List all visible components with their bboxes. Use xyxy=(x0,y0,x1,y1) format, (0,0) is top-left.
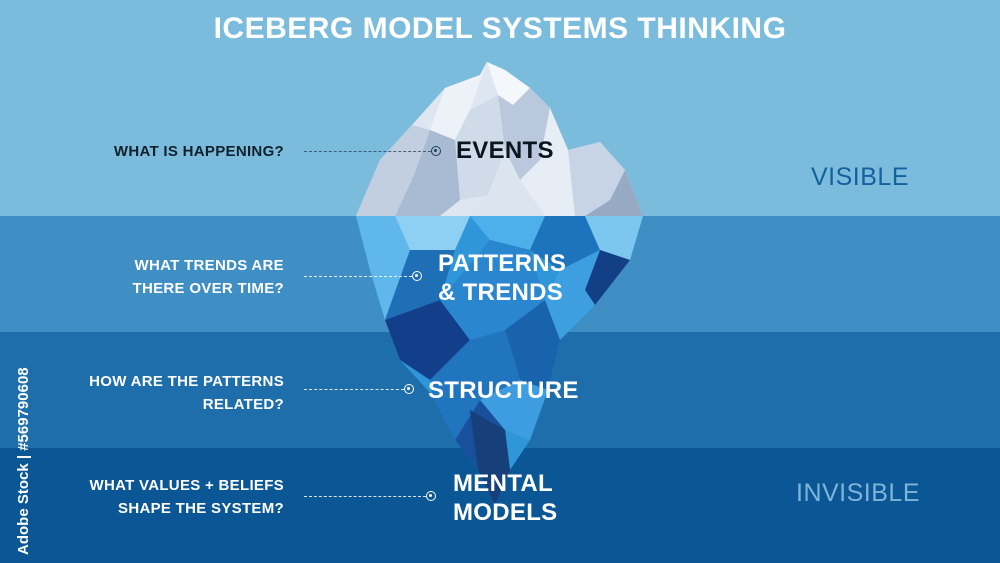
question-events: WHAT IS HAPPENING? xyxy=(113,143,284,160)
connector-structure xyxy=(304,389,404,390)
iceberg-underwater xyxy=(356,216,643,505)
zone-visible-label: VISIBLE xyxy=(811,163,909,191)
zone-invisible-label: INVISIBLE xyxy=(796,479,920,507)
level-mental-models: MENTAL MODELS xyxy=(453,470,558,526)
connector-events xyxy=(304,151,431,152)
level-patterns-trends: PATTERNS & TRENDS xyxy=(438,250,567,306)
page-title: ICEBERG MODEL SYSTEMS THINKING xyxy=(213,12,787,45)
level-events: EVENTS xyxy=(456,137,554,164)
marker-structure-icon xyxy=(404,384,414,394)
iceberg-tip xyxy=(356,62,643,216)
marker-patterns-icon xyxy=(412,271,422,281)
question-mental-models: WHAT VALUES + BELIEFS SHAPE THE SYSTEM? xyxy=(89,477,284,517)
connector-patterns xyxy=(304,276,412,277)
level-structure: STRUCTURE xyxy=(428,377,579,404)
question-patterns: WHAT TRENDS ARE THERE OVER TIME? xyxy=(132,257,284,297)
stock-id-watermark: Adobe Stock | #569790608 xyxy=(15,367,32,555)
question-structure: HOW ARE THE PATTERNS RELATED? xyxy=(89,373,284,413)
stock-id-text: Adobe Stock | #569790608 xyxy=(15,367,32,555)
marker-events-icon xyxy=(431,146,441,156)
marker-mental-models-icon xyxy=(426,491,436,501)
connector-mental-models xyxy=(304,496,426,497)
